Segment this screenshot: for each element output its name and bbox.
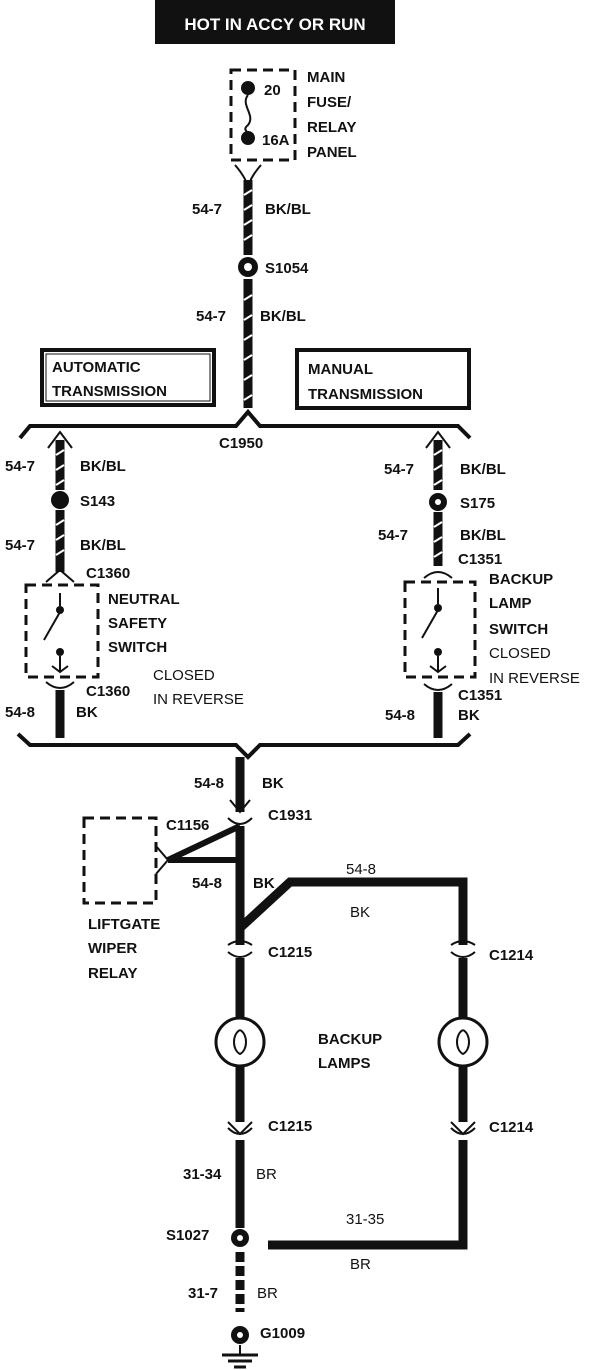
switch-note-line-1: CLOSED bbox=[489, 645, 551, 662]
wire-color-label: BK/BL bbox=[80, 458, 126, 475]
wire-color-label: BK/BL bbox=[460, 461, 506, 478]
wire-fuse-s1054: 54-7 BK/BL bbox=[192, 164, 311, 255]
fuse: 20 16A bbox=[229, 68, 297, 162]
backup-lamp-right-icon bbox=[437, 1016, 489, 1068]
wire-main-c1931: 54-8 BK C1931 bbox=[194, 757, 312, 825]
splice-label: S175 bbox=[460, 495, 495, 512]
wire-color-label: BK bbox=[350, 904, 370, 921]
connector-label: C1360 bbox=[86, 683, 130, 700]
connector-label: C1214 bbox=[489, 947, 534, 964]
lamps-label-line-1: BACKUP bbox=[318, 1031, 382, 1048]
connector-label: C1351 bbox=[458, 687, 502, 704]
wire-circuit-label: 54-8 bbox=[385, 707, 415, 724]
automatic-transmission-box: AUTOMATIC TRANSMISSION bbox=[40, 348, 216, 407]
wire-color-label: BK bbox=[253, 875, 275, 892]
header-title: HOT IN ACCY OR RUN bbox=[184, 15, 365, 34]
splice-label: S1027 bbox=[166, 1227, 209, 1244]
bus-merge bbox=[16, 732, 472, 760]
wire-circuit-label: 31-35 bbox=[346, 1211, 384, 1228]
box-label-line-1: AUTOMATIC bbox=[52, 359, 141, 376]
connector-label: C1214 bbox=[489, 1119, 534, 1136]
relay-label-line-2: WIPER bbox=[88, 940, 137, 957]
wire-color-label: BK/BL bbox=[265, 201, 311, 218]
wire-circuit-label: 54-7 bbox=[384, 461, 414, 478]
left-backup-lamp-circuit: C1215 C1215 31-34 BR bbox=[183, 940, 312, 1228]
box-label-line-1: MANUAL bbox=[308, 361, 373, 378]
connector-label: C1351 bbox=[458, 551, 502, 568]
ground-label: G1009 bbox=[260, 1325, 305, 1342]
wire-color-label: BK bbox=[458, 707, 480, 724]
power-header: HOT IN ACCY OR RUN bbox=[155, 0, 395, 44]
wire-circuit-label: 54-7 bbox=[196, 308, 226, 325]
panel-label-line-1: MAIN bbox=[307, 69, 345, 86]
liftgate-wiper-relay: C1156 54-8 BK LIFTGATE WIPER RELAY bbox=[82, 816, 275, 982]
manual-transmission-box: MANUAL TRANSMISSION bbox=[295, 348, 471, 410]
lamps-label-line-2: LAMPS bbox=[318, 1055, 371, 1072]
wire-circuit-label: 54-8 bbox=[194, 775, 224, 792]
switch-note-line-2: IN REVERSE bbox=[489, 670, 580, 687]
automatic-branch: 54-7 BK/BL S143 54-7 BK/BL C1360 NEUTRAL… bbox=[5, 430, 244, 738]
splice-label: S143 bbox=[80, 493, 115, 510]
wire-circuit-label: 54-7 bbox=[5, 458, 35, 475]
switch-label-line-3: SWITCH bbox=[489, 621, 548, 638]
wire-right-branch: 54-8 BK bbox=[236, 861, 468, 945]
right-backup-lamp-circuit: C1214 C1214 31-35 BR bbox=[268, 940, 534, 1273]
connector-label: C1360 bbox=[86, 565, 130, 582]
wire-ground: 31-7 BR bbox=[188, 1252, 278, 1312]
wire-circuit-label: 54-7 bbox=[192, 201, 222, 218]
connector-label: C1931 bbox=[268, 807, 312, 824]
wire-color-label: BK bbox=[76, 704, 98, 721]
switch-label-line-1: BACKUP bbox=[489, 571, 553, 588]
lamps-label: BACKUP LAMPS bbox=[318, 1031, 382, 1072]
wire-color-label: BR bbox=[350, 1256, 371, 1273]
wire-circuit-label: 54-8 bbox=[5, 704, 35, 721]
wire-s1054-c1950: 54-7 BK/BL bbox=[196, 279, 306, 408]
connector-label: C1215 bbox=[268, 944, 312, 961]
wire-color-label: BK bbox=[262, 775, 284, 792]
backup-lamp-left-icon bbox=[214, 1016, 266, 1068]
bus-c1950: C1950 bbox=[18, 408, 472, 452]
splice-s1027: S1027 bbox=[166, 1227, 249, 1247]
relay-label-line-1: LIFTGATE bbox=[88, 916, 160, 933]
relay-label-line-3: RELAY bbox=[88, 965, 137, 982]
fuse-rating-bottom: 16A bbox=[262, 132, 290, 149]
switch-label-line-2: SAFETY bbox=[108, 615, 167, 632]
box-label-line-2: TRANSMISSION bbox=[308, 386, 423, 403]
connector-label: C1156 bbox=[166, 817, 209, 834]
connector-label: C1215 bbox=[268, 1118, 312, 1135]
wire-circuit-label: 54-8 bbox=[192, 875, 222, 892]
wire-circuit-label: 31-34 bbox=[183, 1166, 222, 1183]
ground-g1009: G1009 bbox=[222, 1325, 305, 1369]
switch-label-line-1: NEUTRAL bbox=[108, 591, 180, 608]
wire-circuit-label: 54-8 bbox=[346, 861, 376, 878]
wire-circuit-label: 31-7 bbox=[188, 1285, 218, 1302]
fuse-panel-label: MAIN FUSE/ RELAY PANEL bbox=[307, 69, 357, 161]
panel-label-line-3: RELAY bbox=[307, 119, 356, 136]
switch-note-line-2: IN REVERSE bbox=[153, 691, 244, 708]
wire-circuit-label: 54-7 bbox=[5, 537, 35, 554]
box-label-line-2: TRANSMISSION bbox=[52, 383, 167, 400]
fuse-rating-top: 20 bbox=[264, 82, 281, 99]
panel-label-line-2: FUSE/ bbox=[307, 94, 352, 111]
wire-color-label: BR bbox=[256, 1166, 277, 1183]
splice-label: S1054 bbox=[265, 260, 309, 277]
panel-label-line-4: PANEL bbox=[307, 144, 357, 161]
wire-color-label: BR bbox=[257, 1285, 278, 1302]
wire-color-label: BK/BL bbox=[260, 308, 306, 325]
switch-label-line-3: SWITCH bbox=[108, 639, 167, 656]
wire-color-label: BK/BL bbox=[80, 537, 126, 554]
splice-s1054: S1054 bbox=[238, 257, 309, 277]
connector-label: C1950 bbox=[219, 435, 263, 452]
wire-circuit-label: 54-7 bbox=[378, 527, 408, 544]
wire-color-label: BK/BL bbox=[460, 527, 506, 544]
manual-branch: 54-7 BK/BL S175 54-7 BK/BL C1351 BACKUP … bbox=[378, 430, 580, 738]
switch-note-line-1: CLOSED bbox=[153, 667, 215, 684]
switch-label-line-2: LAMP bbox=[489, 595, 532, 612]
